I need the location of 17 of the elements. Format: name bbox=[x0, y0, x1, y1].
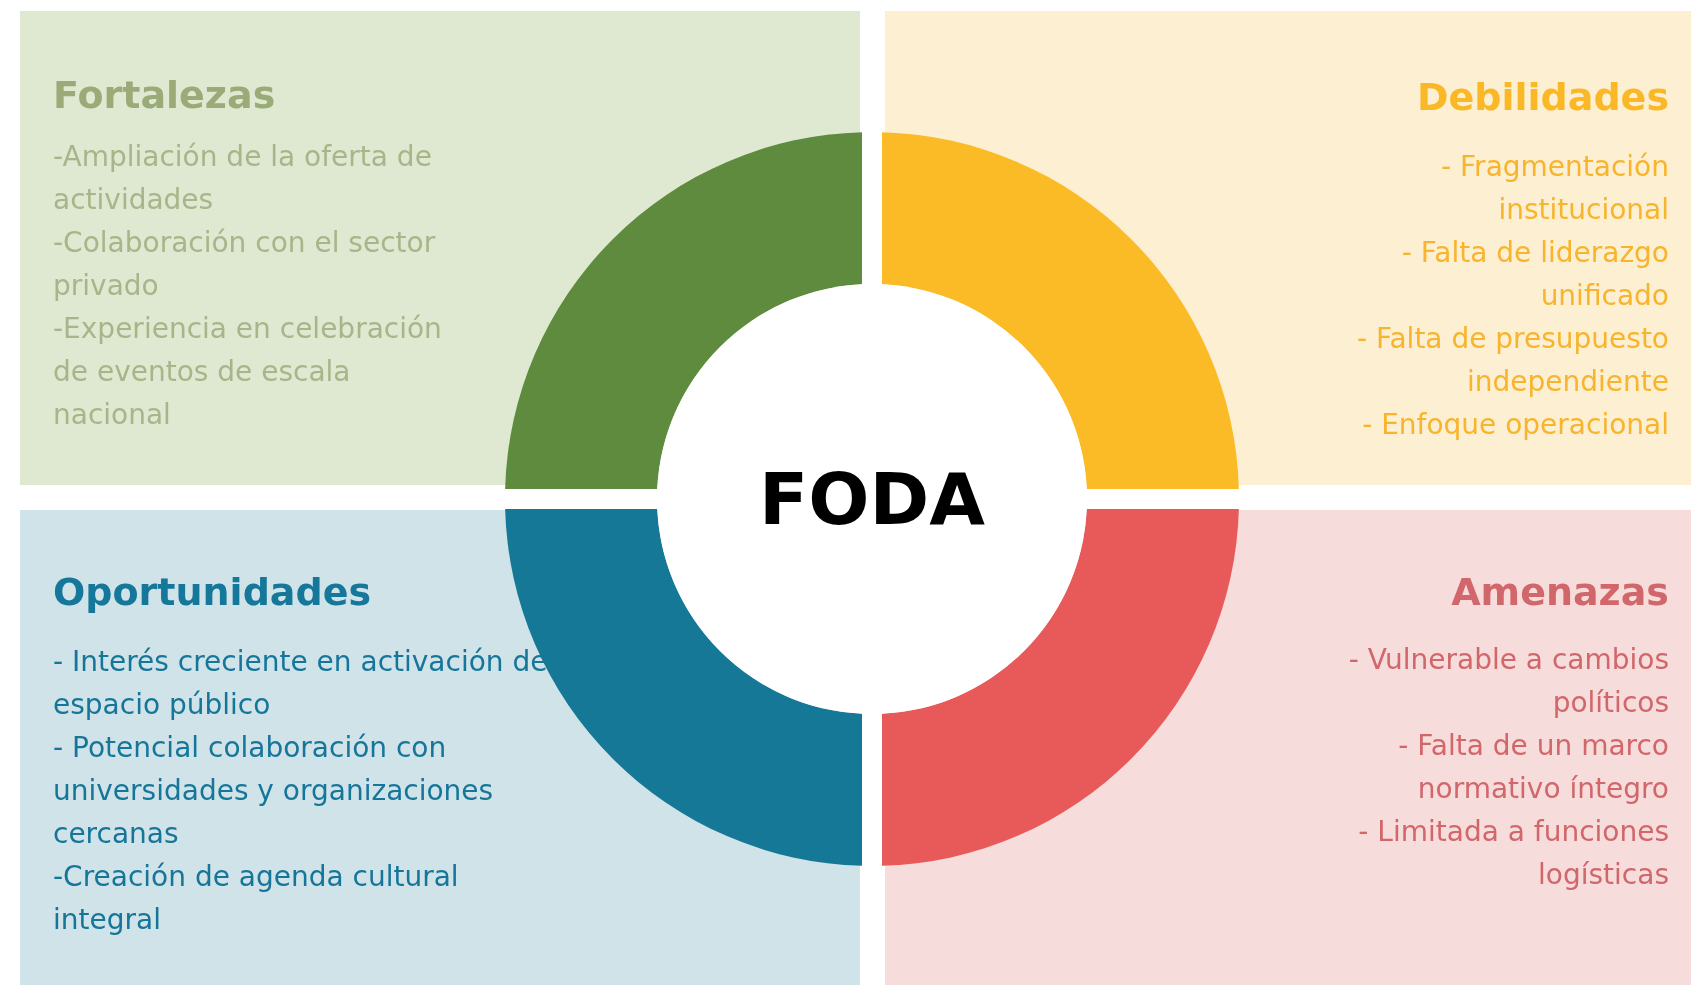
list-item: - Limitada a funciones logísticas bbox=[1357, 814, 1669, 893]
quadrant-heading: Amenazas bbox=[1451, 570, 1669, 614]
list-item: - Vulnerable a cambios políticos bbox=[1347, 642, 1669, 721]
center-title: FODA bbox=[759, 457, 985, 541]
list-item: -Creación de agenda cultural integral bbox=[53, 859, 460, 938]
list-item: - Fragmentación institucional bbox=[1440, 149, 1669, 228]
list-item: - Enfoque operacional bbox=[1361, 407, 1669, 443]
list-item: - Falta de un marco normativo íntegro bbox=[1397, 728, 1669, 807]
quadrant-heading: Debilidades bbox=[1416, 75, 1669, 119]
list-item: - Falta de presupuesto independiente bbox=[1355, 321, 1669, 400]
list-item: -Colaboración con el sector privado bbox=[53, 225, 437, 304]
list-item: -Ampliación de la oferta de actividades bbox=[53, 139, 433, 218]
quadrant-heading: Fortalezas bbox=[53, 73, 276, 117]
quadrant-heading: Oportunidades bbox=[53, 570, 372, 614]
list-item: -Experiencia en celebración de eventos de escala nacional bbox=[53, 311, 443, 433]
list-item: - Falta de liderazgo unificado bbox=[1400, 235, 1669, 314]
list-item: - Potencial colaboración con universidades y organizaciones cercanas bbox=[53, 730, 495, 852]
